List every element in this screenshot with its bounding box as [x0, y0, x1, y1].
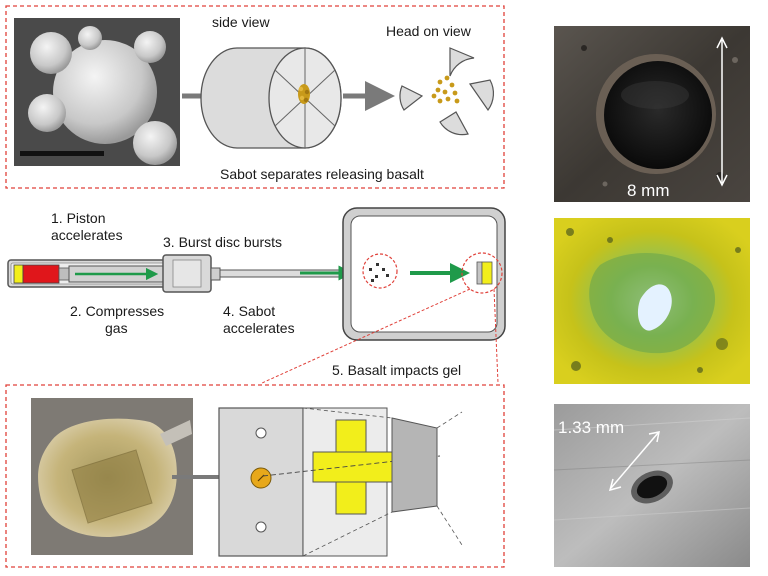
sem-sphere-image: [14, 18, 180, 166]
step2-label-line1: 2. Compresses: [70, 303, 164, 319]
yellow-cross-gel: [262, 407, 441, 557]
step2-label-line2: gas: [105, 320, 128, 336]
side-view-cylinder: [200, 47, 342, 149]
crater-photo: 8 mm: [554, 26, 750, 202]
head-on-view-label: Head on view: [386, 23, 472, 39]
impact-target-zone: [461, 252, 503, 294]
gas-gun: [7, 254, 354, 293]
sabot-separates-label: Sabot separates releasing basalt: [220, 166, 424, 182]
step5-label: 5. Basalt impacts gel: [332, 362, 461, 378]
gel-impact-photo: [554, 218, 750, 384]
side-view-label: side view: [212, 14, 270, 30]
crater-scale-label: 8 mm: [627, 181, 670, 200]
step1-label-line1: 1. Piston: [51, 210, 105, 226]
step3-label: 3. Burst disc bursts: [163, 234, 282, 250]
connector-line-left: [261, 288, 471, 384]
basalt-cluster: [298, 84, 310, 104]
piston-red: [22, 264, 60, 284]
piston-yellow: [13, 264, 24, 284]
scale-bar: [20, 151, 104, 156]
step4-label-line1: 4. Sabot: [223, 303, 275, 319]
target-chamber: [342, 207, 506, 341]
hole-scale-label: 1.33 mm: [558, 418, 624, 437]
gel-sample-photo: [31, 398, 193, 555]
basalt-particles: [431, 75, 460, 104]
step1-label-line2: accelerates: [51, 227, 123, 243]
target-holder: [218, 407, 304, 557]
hole-measure-arrow: [610, 432, 659, 489]
bottom-dashed-frame: [5, 384, 505, 568]
sabot-separation-zone: [362, 253, 398, 289]
step4-label-line2: accelerates: [223, 320, 295, 336]
connector-line-right: [493, 288, 499, 384]
top-dashed-frame: [5, 5, 505, 189]
foil-hole-photo: 1.33 mm: [553, 404, 751, 567]
foil-target: [302, 407, 463, 557]
head-on-view-sabot: [399, 47, 494, 136]
